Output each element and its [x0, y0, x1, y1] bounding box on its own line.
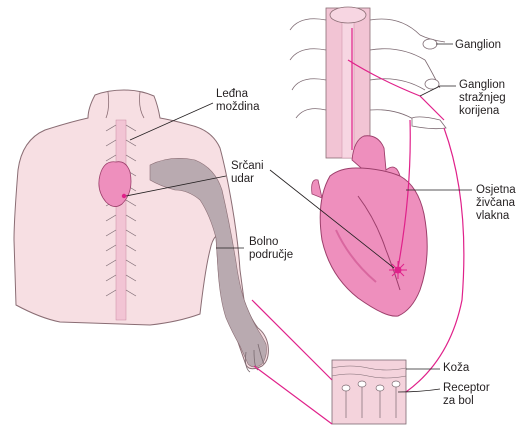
heart-vessel: [311, 179, 323, 199]
heart-body: [319, 167, 428, 317]
sensory-nerve-pathways: [251, 28, 465, 425]
label-skin: Koža: [443, 362, 470, 374]
spinal-cross-section: [329, 6, 367, 24]
heart-shading: [335, 229, 377, 283]
pathway-to-cord-2: [347, 59, 445, 121]
label-heart-attack: Srčani udar: [231, 160, 264, 185]
spinal-nerve-trunk: [411, 116, 447, 130]
label-painful-area: Bolno područje: [249, 236, 294, 261]
torso-heart-attack-spot: [121, 193, 127, 199]
large-heart: [311, 135, 428, 317]
dorsal-root-ganglion-node: [424, 78, 440, 90]
coronary-artery: [357, 195, 401, 291]
torso-spinal-cord: [115, 119, 127, 321]
pathway-ganglion-to-skin: [405, 127, 465, 393]
skin-layers: [331, 365, 407, 379]
skin-section: [331, 359, 407, 425]
torso-silhouette: [13, 89, 269, 370]
label-pain-receptor: Receptor za bol: [443, 382, 490, 407]
neck: [105, 91, 145, 119]
label-sensory-fibers: Osjetna živčana vlakna: [476, 184, 516, 222]
pathway-skin-lower: [253, 365, 333, 425]
label-ganglion: Ganglion: [455, 39, 502, 51]
ganglion-node: [422, 38, 438, 50]
leader-lines: [125, 43, 472, 393]
painful-area-shading: [149, 158, 267, 368]
pain-receptors: [341, 380, 401, 418]
spinal-cord-section: [289, 6, 447, 159]
label-dorsal-root-ganglion: Ganglion stražnjeg korijena: [459, 79, 506, 117]
skin-box: [331, 359, 407, 425]
hand: [245, 343, 265, 373]
pathway-heart-to-ganglion: [397, 119, 411, 269]
pathway-skin-to-arm: [251, 299, 333, 381]
human-torso: [13, 89, 269, 373]
label-spinal-cord: Leđna moždina: [216, 88, 260, 113]
